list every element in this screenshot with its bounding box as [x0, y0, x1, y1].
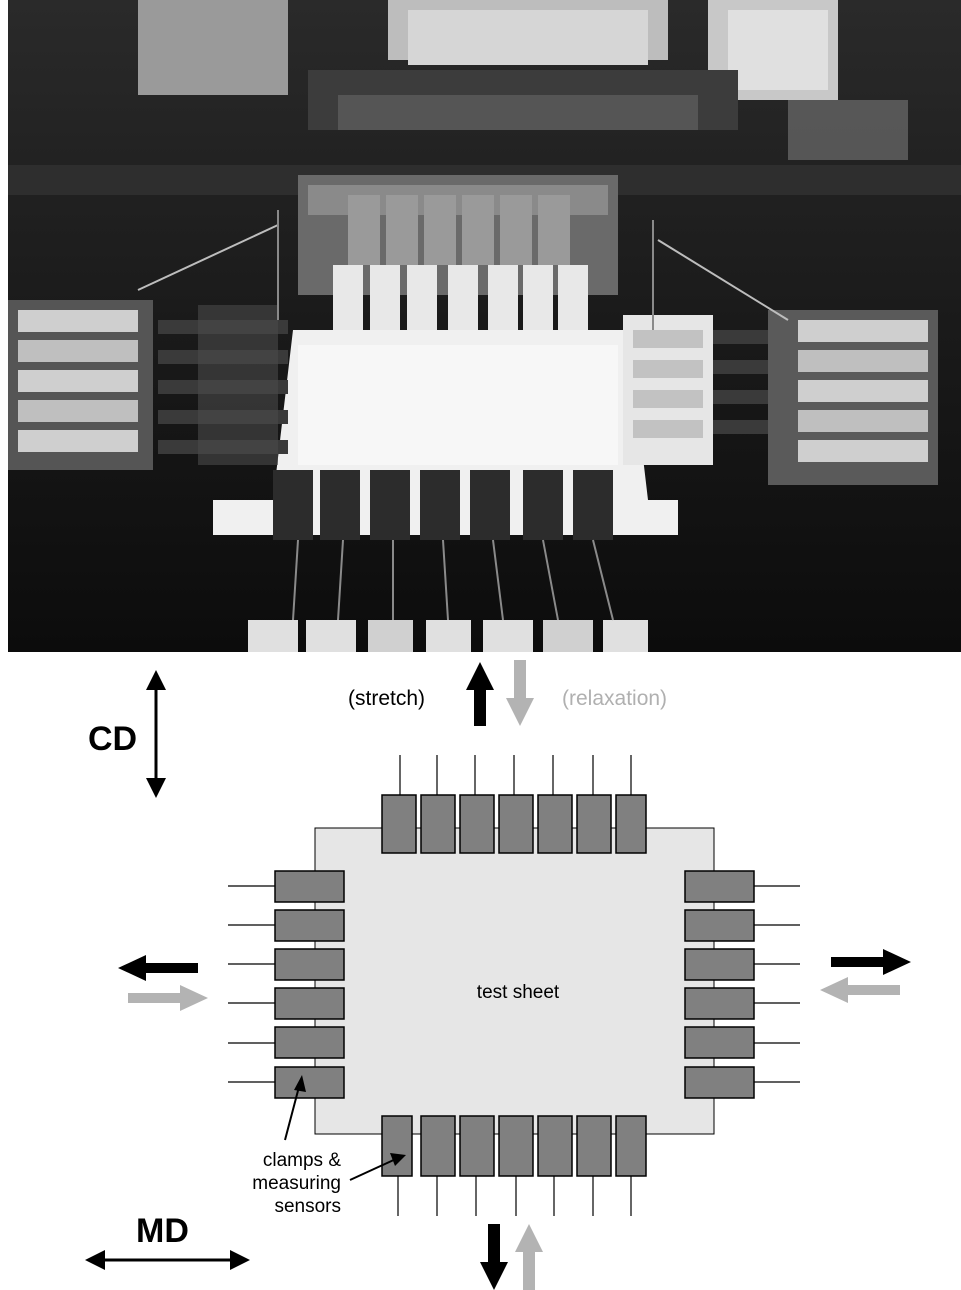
clamp-bottom-5 [538, 1116, 572, 1176]
clamp-left-3 [275, 949, 344, 980]
clamp-bottom-2 [421, 1116, 455, 1176]
clamp-left-1 [275, 871, 344, 902]
test-sheet-area [315, 828, 714, 1134]
clamp-left-4 [275, 988, 344, 1019]
clamp-right-1 [685, 871, 754, 902]
stretch-arrow-up [466, 662, 494, 726]
clamp-right-3 [685, 949, 754, 980]
clamp-right-2 [685, 910, 754, 941]
stretch-arrow-down [480, 1224, 508, 1290]
cd-label: CD [88, 720, 137, 758]
clamp-top-1 [382, 795, 416, 853]
clamp-top-5 [538, 795, 572, 853]
clamp-top-7 [616, 795, 646, 853]
md-arrow-head-left [85, 1250, 105, 1270]
clamp-bottom-3 [460, 1116, 494, 1176]
top-clamps [382, 755, 646, 853]
clamp-right-4 [685, 988, 754, 1019]
md-direction-indicator: MD [85, 1212, 250, 1270]
stretch-arrow-left [118, 955, 198, 981]
top-arrows: (stretch) (relaxation) [348, 660, 667, 726]
right-arrows [820, 949, 911, 1003]
clamp-bottom-7 [616, 1116, 646, 1176]
relaxation-arrow-up [515, 1224, 543, 1290]
relaxation-label: (relaxation) [562, 687, 667, 710]
clamp-left-5 [275, 1027, 344, 1058]
left-arrows [118, 955, 208, 1011]
test-sheet: test sheet [315, 828, 714, 1134]
clamp-top-3 [460, 795, 494, 853]
callout-line-3: sensors [274, 1196, 341, 1217]
clamp-bottom-6 [577, 1116, 611, 1176]
clamp-left-6 [275, 1067, 344, 1098]
cd-direction-indicator: CD [88, 670, 166, 798]
clamp-right-5 [685, 1027, 754, 1058]
bottom-clamps [382, 1116, 646, 1216]
bottom-arrows [480, 1224, 543, 1290]
stretch-arrow-right [831, 949, 911, 975]
clamp-top-6 [577, 795, 611, 853]
callout-line-1: clamps & [263, 1150, 341, 1171]
clamp-bottom-4 [499, 1116, 533, 1176]
clamp-right-6 [685, 1067, 754, 1098]
clamp-top-2 [421, 795, 455, 853]
test-sheet-label: test sheet [477, 982, 560, 1003]
md-arrow-head-right [230, 1250, 250, 1270]
callout-line-2: measuring [252, 1173, 341, 1194]
clamp-top-4 [499, 795, 533, 853]
relaxation-arrow-left [820, 977, 900, 1003]
relaxation-arrow-down [506, 660, 534, 726]
md-label: MD [136, 1212, 189, 1250]
cd-arrow-head-up [146, 670, 166, 690]
cd-arrow-head-down [146, 778, 166, 798]
clamp-bottom-1 [382, 1116, 412, 1176]
relaxation-arrow-right [128, 985, 208, 1011]
clamp-left-2 [275, 910, 344, 941]
stretch-label: (stretch) [348, 687, 425, 710]
